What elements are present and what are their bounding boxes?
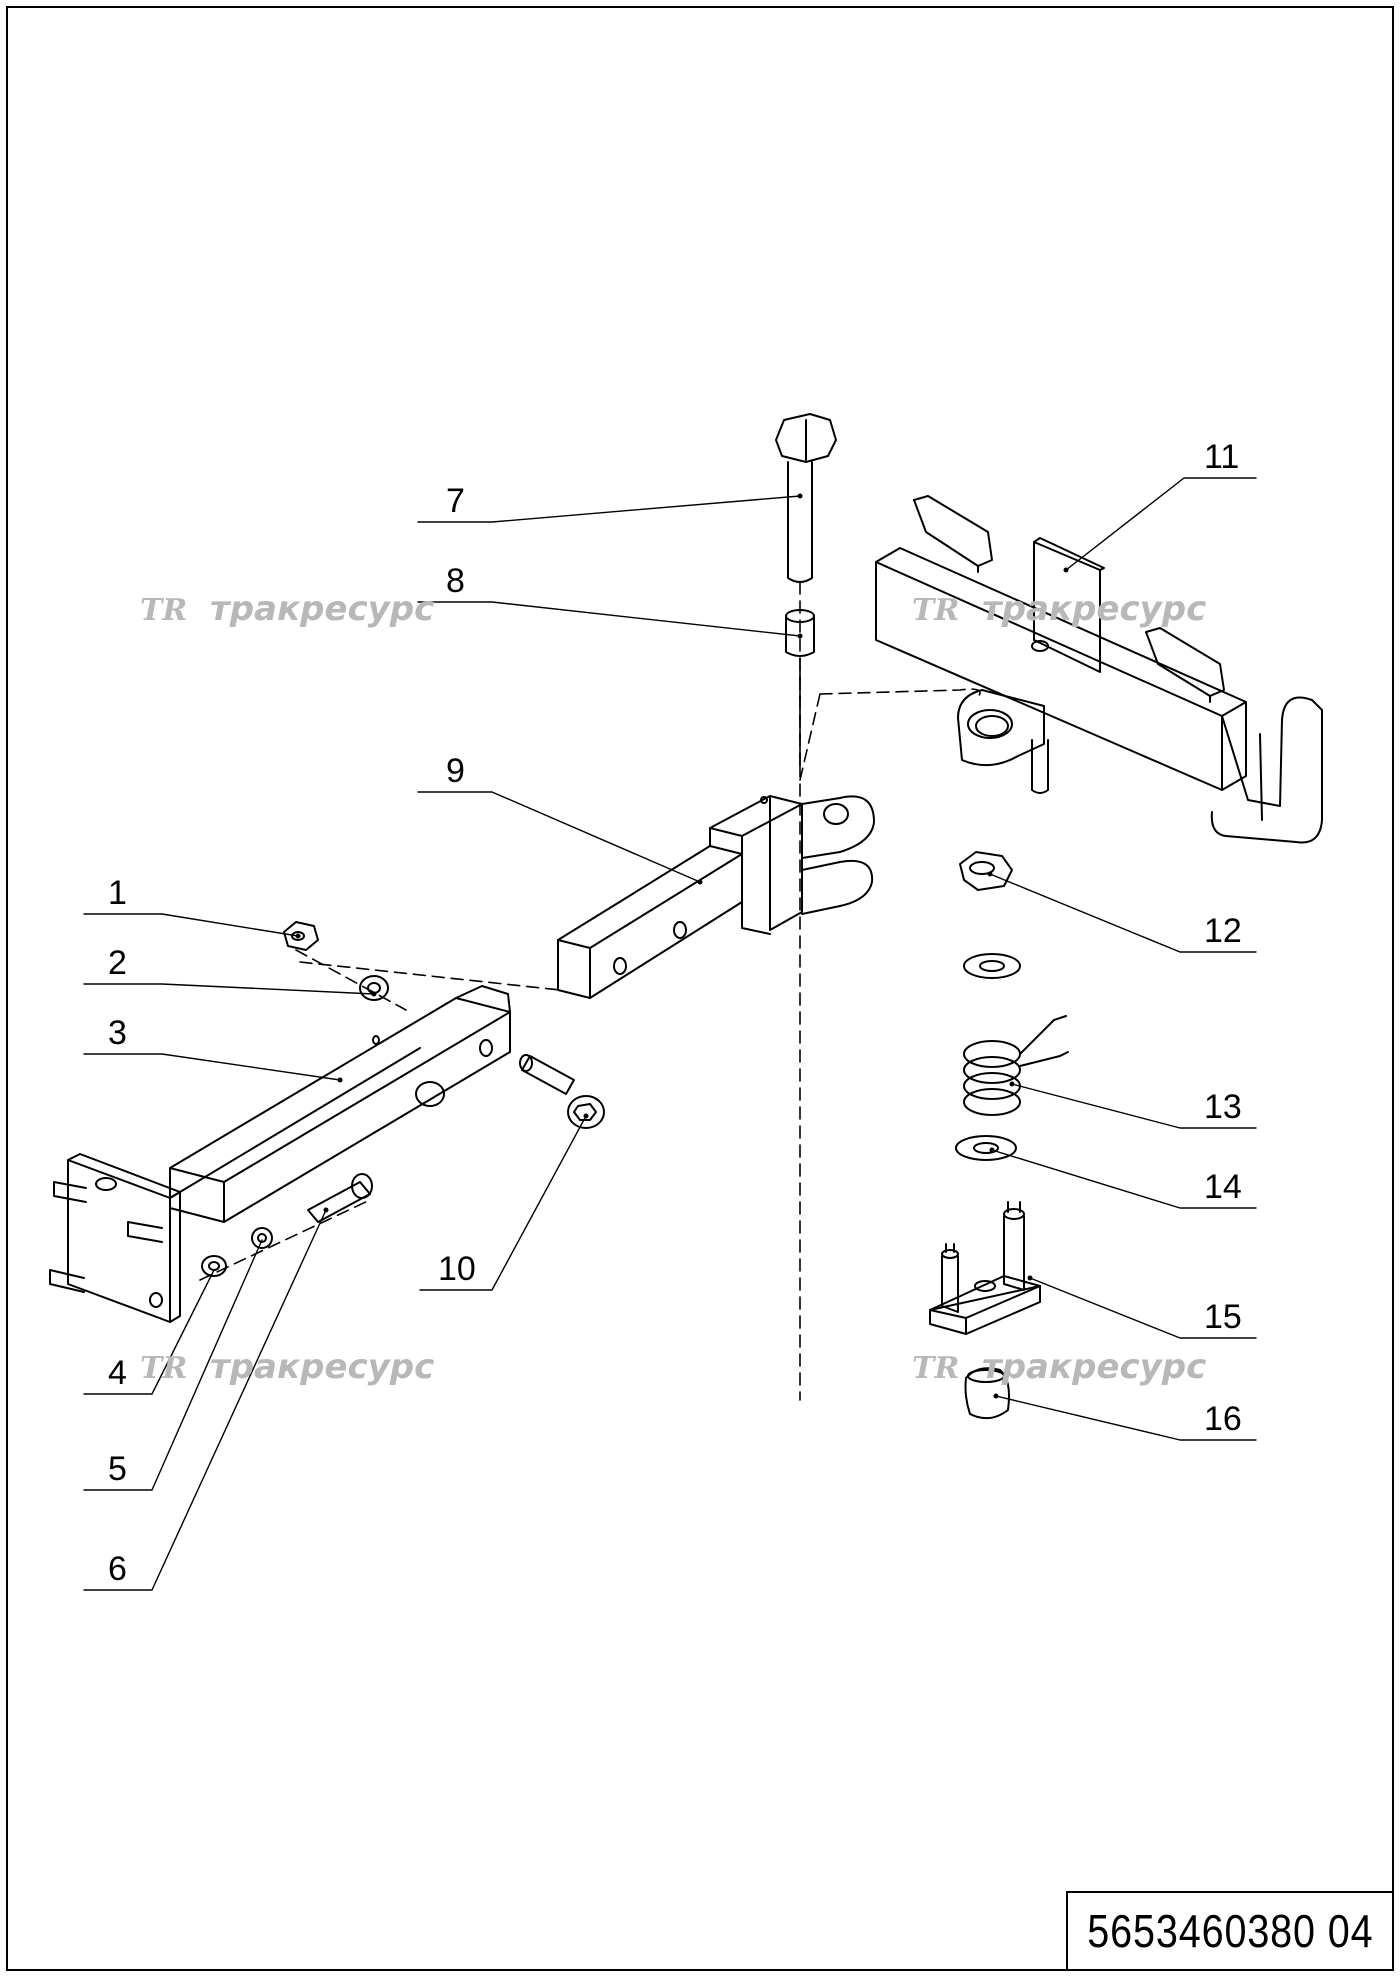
- part-11-frame: [875, 495, 1323, 844]
- label-part-5: 5: [108, 1450, 127, 1488]
- watermark-top-right: TR тракресурс: [912, 589, 1206, 629]
- label-part-6: 6: [108, 1550, 127, 1588]
- label-part-13: 13: [1204, 1088, 1242, 1126]
- drawing-code-box: 5653460380 04: [1066, 1891, 1394, 1971]
- part-4-washer: [201, 1255, 227, 1277]
- label-part-7: 7: [446, 482, 465, 520]
- watermark-top-left: TR тракресурс: [140, 589, 434, 629]
- label-part-9: 9: [446, 752, 465, 790]
- label-part-14: 14: [1204, 1168, 1242, 1206]
- part-labels: 1 2 3 4 5 6 7 8 9 10 11 12 13 14 15 16: [108, 438, 1242, 1588]
- leader-lines: [83, 477, 1257, 1591]
- label-part-15: 15: [1204, 1298, 1242, 1336]
- watermark-logo: TR: [912, 1351, 959, 1386]
- part-8-bushing: [785, 609, 815, 657]
- watermark-logo: TR: [140, 1351, 187, 1386]
- label-part-10: 10: [438, 1250, 476, 1288]
- watermark-logo: TR: [912, 593, 959, 628]
- part-5-lock-washer: [251, 1227, 273, 1249]
- leader-dots: [295, 493, 1069, 1399]
- part-12-nut: [959, 851, 1013, 891]
- label-part-12: 12: [1204, 912, 1242, 950]
- part-3-base-plate: [49, 1153, 181, 1323]
- label-part-16: 16: [1204, 1400, 1242, 1438]
- part-13-spring: [963, 1015, 1069, 1116]
- part-10-cap-screw: [519, 1054, 605, 1129]
- part-14-washer: [955, 1135, 1017, 1161]
- part-6-screw: [307, 1173, 373, 1223]
- washer-part: [963, 953, 1021, 979]
- watermark-bottom-right: TR тракресурс: [912, 1347, 1206, 1387]
- label-part-1: 1: [108, 874, 127, 912]
- part-3-bar: [169, 985, 511, 1223]
- part-15-bracket: [929, 1201, 1041, 1335]
- part-1-nut: [283, 921, 319, 951]
- watermark-text: тракресурс: [210, 589, 434, 629]
- watermark-text: тракресурс: [982, 589, 1206, 629]
- label-part-2: 2: [108, 944, 127, 982]
- part-7-bolt: [775, 413, 837, 583]
- watermark-logo: TR: [140, 593, 187, 628]
- label-part-8: 8: [446, 562, 465, 600]
- drawing-frame: [6, 6, 1394, 1971]
- watermark-bottom-left: TR тракресурс: [140, 1347, 434, 1387]
- drawing-code: 5653460380 04: [1086, 1905, 1374, 1957]
- assembly-axis-lines: [199, 581, 981, 1401]
- label-part-11: 11: [1204, 438, 1239, 476]
- part-16-cap-nut: [964, 1367, 1010, 1420]
- label-part-4: 4: [108, 1354, 127, 1392]
- label-part-3: 3: [108, 1014, 127, 1052]
- part-9-telescopic-bar: [557, 795, 875, 999]
- watermark-text: тракресурс: [982, 1347, 1206, 1387]
- watermark-text: тракресурс: [210, 1347, 434, 1387]
